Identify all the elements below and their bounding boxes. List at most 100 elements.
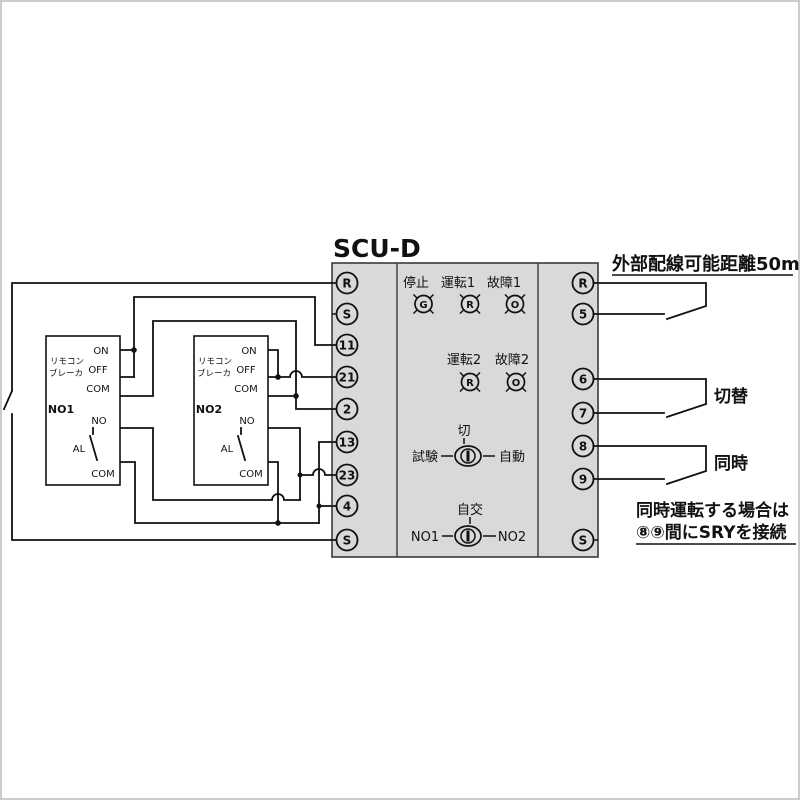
terminal-label-on: ON <box>241 346 256 357</box>
terminal-label-off: OFF <box>236 365 256 376</box>
lamp-label-fault2: 故障2 <box>495 353 529 368</box>
selector-test-auto: 切 試験 自動 <box>412 424 525 467</box>
terminal-text: 5 <box>579 308 587 322</box>
lamp-rays <box>459 293 481 315</box>
terminal-text: R <box>578 277 587 291</box>
breaker-id: NO2 <box>196 403 222 416</box>
contact-blade-67 <box>665 402 708 419</box>
terminal-text: 4 <box>343 500 351 514</box>
selector-no1-no2: 自交 NO1 NO2 <box>411 502 526 547</box>
terminal-label-no: NO <box>239 416 254 427</box>
terminal-strip-left: R S 11 21 2 13 23 4 S <box>332 271 359 552</box>
terminal-label-com: COM <box>234 384 257 395</box>
junction-dot <box>275 520 281 526</box>
alarm-contact-blade <box>236 434 247 462</box>
device-name-line2: ブレーカ <box>197 368 231 379</box>
rotary-inner <box>460 448 476 464</box>
wire-no1-no <box>92 427 301 501</box>
terminal-strip-right: R 5 6 7 8 9 S <box>571 271 598 552</box>
wire-terminal-13 <box>318 441 338 524</box>
junction-dot <box>316 503 322 509</box>
lamp-run1: R <box>459 293 481 315</box>
terminal-text: R <box>342 277 351 291</box>
terminal-text: 9 <box>579 473 587 487</box>
junction-dot <box>131 347 137 353</box>
terminal-left-s-top <box>335 302 359 326</box>
lamp-run2: R <box>459 371 481 393</box>
scu-d-panel <box>331 262 599 558</box>
lamp-letter: R <box>466 378 474 389</box>
device-name-line2: ブレーカ <box>49 368 83 379</box>
terminal-left-2 <box>335 397 359 421</box>
terminal-text: S <box>343 308 352 322</box>
terminal-text: 23 <box>339 469 356 483</box>
terminal-label-alarm-com: COM <box>239 469 262 480</box>
lamp-fault1: O <box>504 293 526 315</box>
terminal-label-al: AL <box>73 444 86 455</box>
wire-no1-com <box>114 320 338 410</box>
wire-terminal-11 <box>133 296 338 378</box>
sry-note-line2: ⑧⑨間にSRYを接続 <box>636 522 787 543</box>
breaker-id: NO1 <box>48 403 74 416</box>
rotary-inner <box>460 528 476 544</box>
terminal-text: 6 <box>579 373 587 387</box>
lamp-circle <box>505 294 525 314</box>
selector-right-label: NO2 <box>498 530 526 545</box>
lamp-label-stop: 停止 <box>403 275 429 291</box>
alarm-contact-blade <box>88 434 99 462</box>
lamp-label-fault1: 故障1 <box>487 276 521 291</box>
contact-blade-89 <box>665 469 708 486</box>
junction-dot <box>293 393 299 399</box>
rotary-knob <box>466 450 470 462</box>
contact-blade-r5 <box>665 304 708 321</box>
terminal-left-11 <box>335 333 359 357</box>
lamp-letter: R <box>466 300 474 311</box>
device-name-line1: リモコン <box>198 357 232 367</box>
terminal-text: 11 <box>339 339 356 353</box>
terminal-label-alarm-com: COM <box>91 469 114 480</box>
lamp-rays <box>504 293 526 315</box>
wiring-right <box>592 282 708 486</box>
breaker-box-no1: ON リモコン ブレーカ OFF COM NO1 NO AL COM <box>45 335 121 486</box>
lamp-circle <box>414 294 433 314</box>
terminal-label-on: ON <box>93 346 108 357</box>
selector-left-label: 試験 <box>412 449 438 465</box>
terminal-label-com: COM <box>86 384 109 395</box>
terminal-text: 8 <box>579 440 587 454</box>
lamp-letter: O <box>512 378 521 389</box>
terminal-label-off: OFF <box>88 365 108 376</box>
terminal-left-21 <box>335 365 359 389</box>
terminal-text: 7 <box>579 407 587 421</box>
rotary-knob <box>466 530 470 542</box>
wire-terminal-21 <box>259 370 338 378</box>
selector-left-label: NO1 <box>411 530 439 545</box>
junction-dot <box>275 374 281 380</box>
wire-s-loop <box>11 413 338 541</box>
terminal-right-s <box>571 528 595 552</box>
lamp-circle <box>460 294 480 314</box>
terminal-text: S <box>343 534 352 548</box>
breaker-box-no2: ON リモコン ブレーカ OFF COM NO2 NO AL COM <box>193 335 269 486</box>
simultaneous-label: 同時 <box>714 453 748 474</box>
panel-body <box>331 262 599 558</box>
breaker-outline <box>45 335 121 486</box>
terminal-label-no: NO <box>91 416 106 427</box>
sry-note-line1: 同時運転する場合は <box>636 500 789 521</box>
main-switch-blade <box>2 389 14 411</box>
selector-top-label: 切 <box>457 424 470 439</box>
terminal-text: 21 <box>339 371 356 385</box>
lamp-rays <box>459 371 481 393</box>
selector-right-label: 自動 <box>499 450 525 465</box>
device-name-line1: リモコン <box>50 357 84 367</box>
lamp-letter: O <box>511 300 520 311</box>
lamp-stop: G <box>412 293 435 315</box>
wiring-distance-note: 外部配線可能距離50m <box>612 253 800 275</box>
lamp-label-run2: 運転2 <box>447 353 481 368</box>
terminal-text: 2 <box>343 403 351 417</box>
annotations: 外部配線可能距離50m 切替 同時 同時運転する場合は ⑧⑨間にSRYを接続 <box>612 253 800 545</box>
terminal-left-13 <box>335 430 359 454</box>
switchover-label: 切替 <box>714 386 749 407</box>
